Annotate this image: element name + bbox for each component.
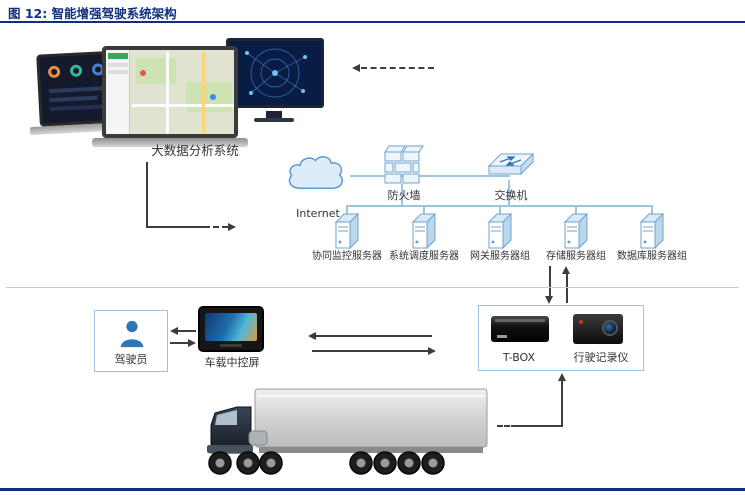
server-label-2: 系统调度服务器 [389, 251, 459, 262]
gauge-icon [69, 64, 83, 78]
arrow-line-long [316, 335, 432, 337]
tbox-label: T-BOX [502, 351, 536, 364]
connector-firewall-bus [401, 184, 403, 207]
server-label-4: 存储服务器组 [546, 251, 606, 262]
title-underline [0, 21, 745, 23]
map-list-item [108, 70, 128, 74]
tbox-ridge [495, 319, 545, 322]
analytics-elbow-hline [146, 226, 204, 228]
gauge-icon [47, 65, 61, 79]
person-icon [118, 318, 146, 350]
truck-tbox-dashes [497, 425, 517, 427]
connector-drop-4 [575, 206, 577, 214]
truck-icon [203, 383, 493, 485]
truck-tbox-vline [561, 380, 563, 426]
recorder-label: 行驶记录仪 [573, 351, 629, 364]
map-area [186, 82, 232, 112]
arrowhead-down [545, 296, 553, 304]
arrowhead-right-long [428, 347, 436, 355]
server-label-3: 网关服务器组 [470, 251, 530, 262]
arrow-line-small [178, 330, 196, 332]
server-label-1: 协同监控服务器 [312, 251, 382, 262]
monitor-icon [226, 38, 324, 108]
map-road [202, 52, 205, 134]
connector-drop-3 [499, 206, 501, 214]
monitor-base [254, 118, 294, 122]
switch-icon [487, 150, 535, 184]
arrowhead-from-analytics [228, 223, 236, 231]
tbox-recorder-box: T-BOX 行驶记录仪 [478, 305, 644, 371]
connector-drop-1 [346, 206, 348, 214]
recorder-led [579, 320, 583, 324]
connector-drop-2 [423, 206, 425, 214]
stat-bar [49, 95, 98, 103]
internet-cloud-icon [282, 146, 354, 204]
connector-cloud-switch [350, 175, 510, 177]
server-icon-2 [411, 212, 437, 250]
recorder-lens [602, 320, 618, 336]
server-label-5: 数据库服务器组 [617, 251, 687, 262]
laptop-base [92, 138, 248, 147]
analytics-workstations [29, 36, 330, 148]
map-toolbar [108, 53, 128, 59]
laptop-map-icon [102, 46, 238, 138]
section-divider [6, 287, 739, 288]
driver-box: 驾驶员 [94, 310, 168, 372]
firewall-label: 防火墙 [387, 189, 421, 202]
arrow-down-line [549, 266, 551, 296]
arrowhead-left-small [170, 327, 178, 335]
arrowhead-up [562, 266, 570, 274]
map-marker [140, 70, 146, 76]
center-screen-label: 车载中控屏 [204, 356, 260, 369]
analytics-elbow-dashes [204, 226, 228, 228]
big-data-system-label: 大数据分析系统 [151, 143, 239, 158]
truck-tbox-hline [517, 425, 563, 427]
arrowhead-left-long [308, 332, 316, 340]
map-road [166, 52, 169, 134]
map-list-item [108, 63, 128, 67]
server-icon-1 [334, 212, 360, 250]
connector-drop-5 [651, 206, 653, 214]
tbox-device-icon [491, 316, 549, 342]
map-marker [210, 94, 216, 100]
arrow-line-small [170, 342, 188, 344]
head-unit-screen [205, 313, 257, 341]
arrow-up-line [566, 274, 568, 303]
head-unit-buttons [220, 344, 242, 347]
server-icon-4 [563, 212, 589, 250]
analytics-elbow-vline [146, 162, 148, 227]
arrowhead-right-small [188, 339, 196, 347]
server-icon-5 [639, 212, 665, 250]
tbox-port [497, 335, 507, 338]
drive-recorder-icon [573, 314, 623, 344]
head-unit-icon [198, 306, 264, 352]
connector-switch-bus [508, 180, 510, 207]
arrowhead-to-analytics [352, 64, 360, 72]
bottom-border [0, 488, 745, 491]
internet-label: Internet [296, 207, 340, 220]
switch-label: 交换机 [494, 189, 528, 202]
arrow-line-long [312, 350, 428, 352]
monitor-stand [266, 111, 282, 118]
map-road [132, 104, 234, 107]
network-graph-screen [245, 48, 307, 98]
dashed-line-to-analytics [361, 67, 434, 69]
driver-label: 驾驶员 [114, 353, 148, 367]
arrowhead-to-tbox [558, 373, 566, 381]
firewall-icon [384, 141, 424, 187]
server-icon-3 [487, 212, 513, 250]
figure-title: 图 12: 智能增强驾驶系统架构 [8, 6, 177, 21]
